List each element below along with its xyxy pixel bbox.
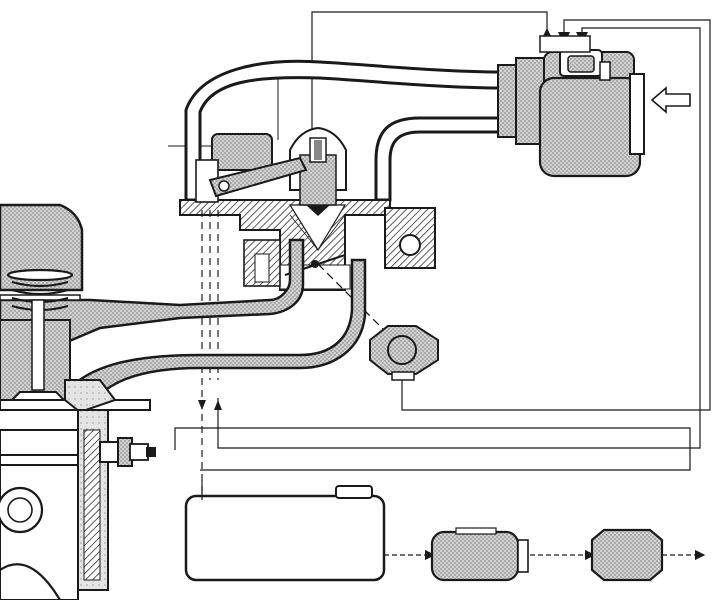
air-flow-meter: [497, 35, 645, 178]
arrow-down-icon: [198, 400, 206, 410]
fuel-pump: [430, 527, 529, 582]
piston-icon: [0, 429, 79, 600]
return-air-duct: [374, 116, 507, 202]
intake-manifold: [0, 238, 305, 362]
throttle-body: [179, 199, 436, 291]
coolant-jacket: [77, 409, 109, 591]
fuel-filter: [590, 528, 664, 582]
intake-runner-lower: [57, 258, 367, 402]
arrow-left-icon: [650, 86, 691, 114]
temperature-sensor: [99, 437, 156, 467]
arrow-up-icon: [214, 400, 222, 410]
fuel-injector: [289, 126, 347, 216]
throttle-position-sensor: [369, 325, 439, 381]
fuel-tank: [184, 480, 386, 582]
pressure-regulator: [195, 133, 308, 203]
signal-wiring: [174, 11, 711, 471]
spring-icon: [6, 268, 74, 312]
cylinder-head: [0, 203, 151, 414]
